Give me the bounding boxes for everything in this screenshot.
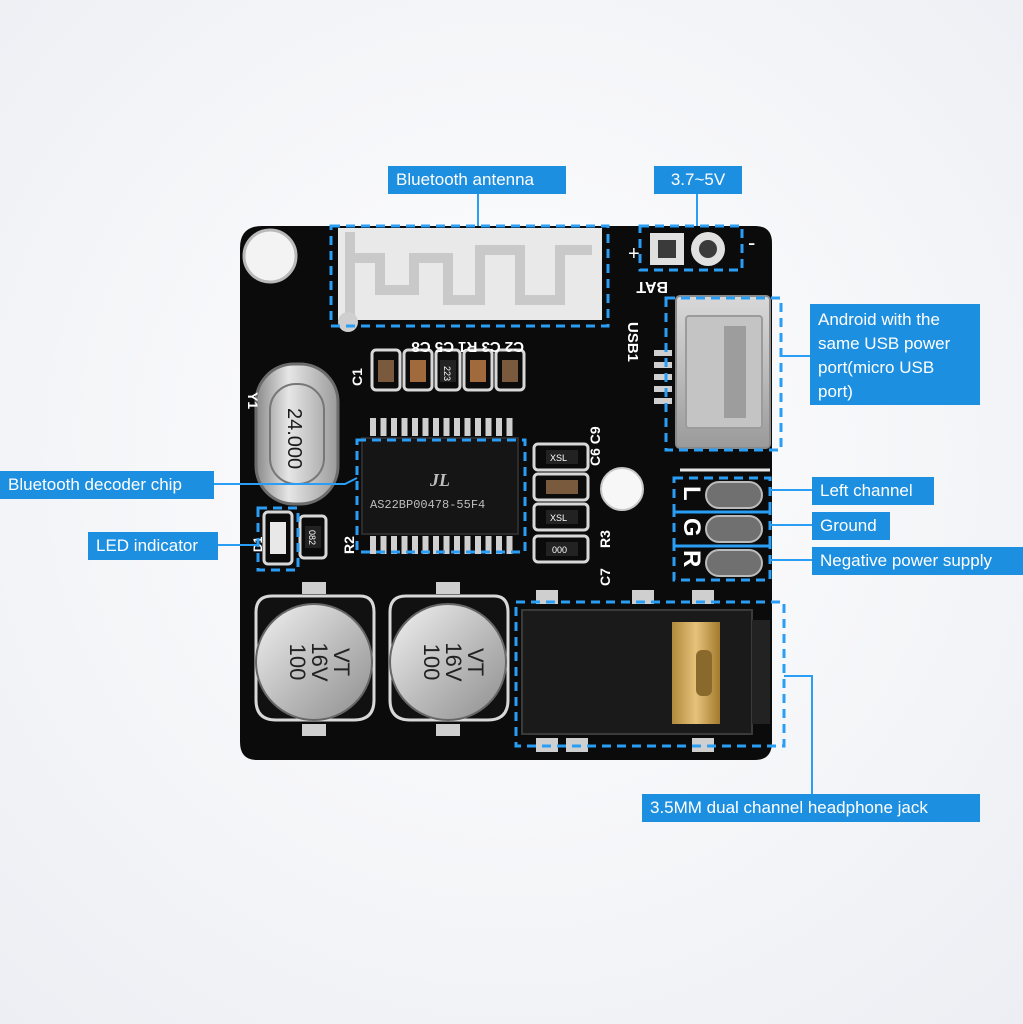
chip-pin [422,418,429,436]
battery-pads [650,232,725,266]
decoder-chip-pins [370,418,513,554]
chip-highlight-box [355,438,527,554]
jack-highlight-box [514,600,786,748]
silk-resistor-code-4: 000 [552,545,567,555]
silk-y1: Y1 [245,392,261,409]
chip-pin [506,418,513,436]
chip-pin [391,418,397,436]
label-decoder-chip: Bluetooth decoder chip [0,471,214,499]
chip-pin [454,418,460,436]
chip-pin [433,536,439,554]
chip-pin [496,418,502,436]
antenna-highlight-box [329,224,610,328]
jack-leader-line [784,675,813,795]
chip-pin [506,536,513,554]
usb-highlight-box [664,296,783,452]
label-ground: Ground [812,512,890,540]
chip-pin [391,536,397,554]
output-pads [680,468,770,577]
decoder-chip [361,437,519,535]
pad-letter-g: G [678,518,705,537]
silk-resistor-code-5: 082 [307,530,317,545]
left-channel-highlight-box [672,476,772,514]
chip-pin [475,418,481,436]
chip-pin [370,536,376,554]
chip-leader-line [214,477,358,485]
mounting-hole-center [600,467,644,511]
chip-pin [433,418,439,436]
top-smd-components [370,348,526,392]
label-led-indicator: LED indicator [88,532,218,560]
chip-pin [422,536,429,554]
silk-c1: C1 [349,368,365,386]
chip-side-smd-components [532,442,590,564]
label-negative-power: Negative power supply [812,547,1023,575]
silk-c7: C7 [597,568,613,586]
label-left-channel: Left channel [812,477,934,505]
chip-pin [464,418,471,436]
capacitor-left [254,582,376,736]
chip-pin [475,536,481,554]
battery-highlight-box [638,224,744,272]
capacitor-right-line-1: 100 [419,644,444,681]
chip-pin [485,536,492,554]
chip-pin [454,536,460,554]
silk-r2: R2 [341,536,357,554]
capacitor-right [388,582,510,736]
chip-pin [370,418,376,436]
chip-pin [443,536,450,554]
silk-c6c9: C6 C9 [587,426,603,466]
chip-pin [412,418,418,436]
pad-letter-r: R [678,550,705,567]
chip-logo: JL [429,470,450,490]
chip-pin [443,418,450,436]
crystal-marking: 24.000 [283,408,305,469]
silk-bat: BAT [636,278,668,295]
silk-caps-top: C2 C3 R1 C5 C8 [411,338,524,355]
micro-usb-port [654,295,771,449]
capacitor-left-line-1: 100 [285,644,310,681]
mounting-hole-top-left [242,228,298,284]
chip-pin [401,418,408,436]
label-bluetooth-antenna: Bluetooth antenna [388,166,566,194]
chip-pin [464,536,471,554]
chip-pin [380,536,387,554]
silk-plus: + [628,243,640,265]
ground-highlight-box [672,510,772,548]
chip-pin [485,418,492,436]
negative-supply-highlight-box [672,544,772,582]
headphone-jack-component [521,590,770,752]
capacitor-left-line-2: 16V [307,642,332,681]
silk-minus: - [748,230,755,255]
crystal-oscillator [254,362,340,506]
capacitor-right-line-3: VT [463,648,488,676]
chip-marking: AS22BP00478-55F4 [370,498,485,512]
pad-letter-l: L [678,486,705,501]
led-indicator-component [262,510,328,566]
silk-resistor-code-2: XSL [550,453,567,463]
capacitor-right-line-2: 16V [441,642,466,681]
chip-pin [380,418,387,436]
antenna-trace [338,228,602,332]
label-usb-power: Android with the same USB power port(mic… [810,304,980,405]
chip-pin [401,536,408,554]
chip-pin [496,536,502,554]
silk-resistor-code-3: XSL [550,513,567,523]
capacitor-left-line-3: VT [329,648,354,676]
label-headphone-jack: 3.5MM dual channel headphone jack [642,794,980,822]
chip-pin [412,536,418,554]
silk-resistor-code-1: 223 [442,366,452,381]
silk-usb1: USB1 [624,322,641,362]
led-highlight-box [256,506,300,572]
silk-r3: R3 [597,530,613,548]
label-voltage: 3.7~5V [654,166,742,194]
